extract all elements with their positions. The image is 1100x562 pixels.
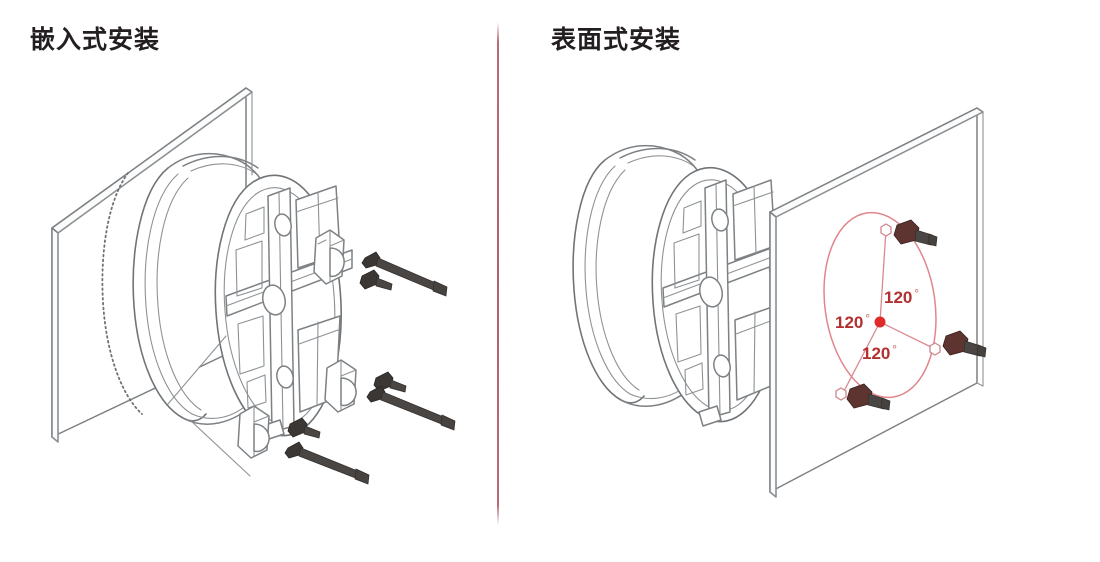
- wall-cutout-dashed-outline: [101, 172, 143, 415]
- mounting-hole-right: [929, 342, 941, 356]
- mounting-hole-top: [880, 223, 892, 237]
- bolt-circle-construction: [823, 211, 941, 401]
- angle-label-upper-right: 120°: [884, 288, 919, 307]
- short-screw-middle: [373, 371, 407, 393]
- screw-bottom-left: [846, 383, 891, 411]
- angle-label-left: 120°: [835, 313, 870, 332]
- figure-flush-installation: [0, 0, 500, 562]
- panel-title-flush-installation: 嵌入式安装: [30, 26, 161, 54]
- detector-housing-left: [132, 152, 353, 441]
- mounting-clip-lower: [237, 405, 270, 459]
- long-screw-lower: [284, 441, 370, 485]
- fastener-set-middle-left: [324, 359, 456, 431]
- mounting-clip-upper: [313, 229, 345, 285]
- bolt-circle-radii: [842, 229, 934, 394]
- short-screw-upper: [359, 269, 393, 291]
- angle-lower-degree: °: [892, 344, 896, 356]
- bolt-circle-center-marker: [874, 316, 886, 328]
- mounting-wall-panel-right: [769, 107, 984, 498]
- figure-surface-installation: 120° 120° 120°: [497, 0, 1100, 562]
- screw-right: [942, 330, 987, 358]
- reference-leader-lines-left: [167, 91, 253, 477]
- angle-upper-right-value: 120: [884, 288, 912, 307]
- mounting-clip-middle: [324, 359, 357, 413]
- detector-housing-right: [572, 144, 786, 427]
- angle-upper-right-degree: °: [914, 288, 918, 300]
- angle-lower-value: 120: [862, 344, 890, 363]
- angle-left-degree: °: [865, 313, 869, 325]
- short-screw-lower: [287, 417, 321, 439]
- bolt-circle-ellipse: [823, 211, 937, 399]
- fastener-set-lower-left: [237, 405, 370, 485]
- wall-screws-right: [846, 219, 987, 411]
- angle-labels: 120° 120° 120°: [835, 288, 919, 363]
- vertical-divider: [497, 22, 499, 525]
- angle-left-value: 120: [835, 313, 863, 332]
- angle-label-lower: 120°: [862, 344, 897, 363]
- fastener-set-upper-left: [313, 229, 448, 297]
- long-screw-upper: [361, 251, 448, 297]
- long-screw-middle: [366, 385, 456, 431]
- screw-top: [893, 219, 938, 247]
- panel-title-surface-installation: 表面式安装: [551, 26, 682, 54]
- faceplate-rib-structure-right: [662, 179, 786, 427]
- mounting-hole-bottom-left: [835, 387, 847, 401]
